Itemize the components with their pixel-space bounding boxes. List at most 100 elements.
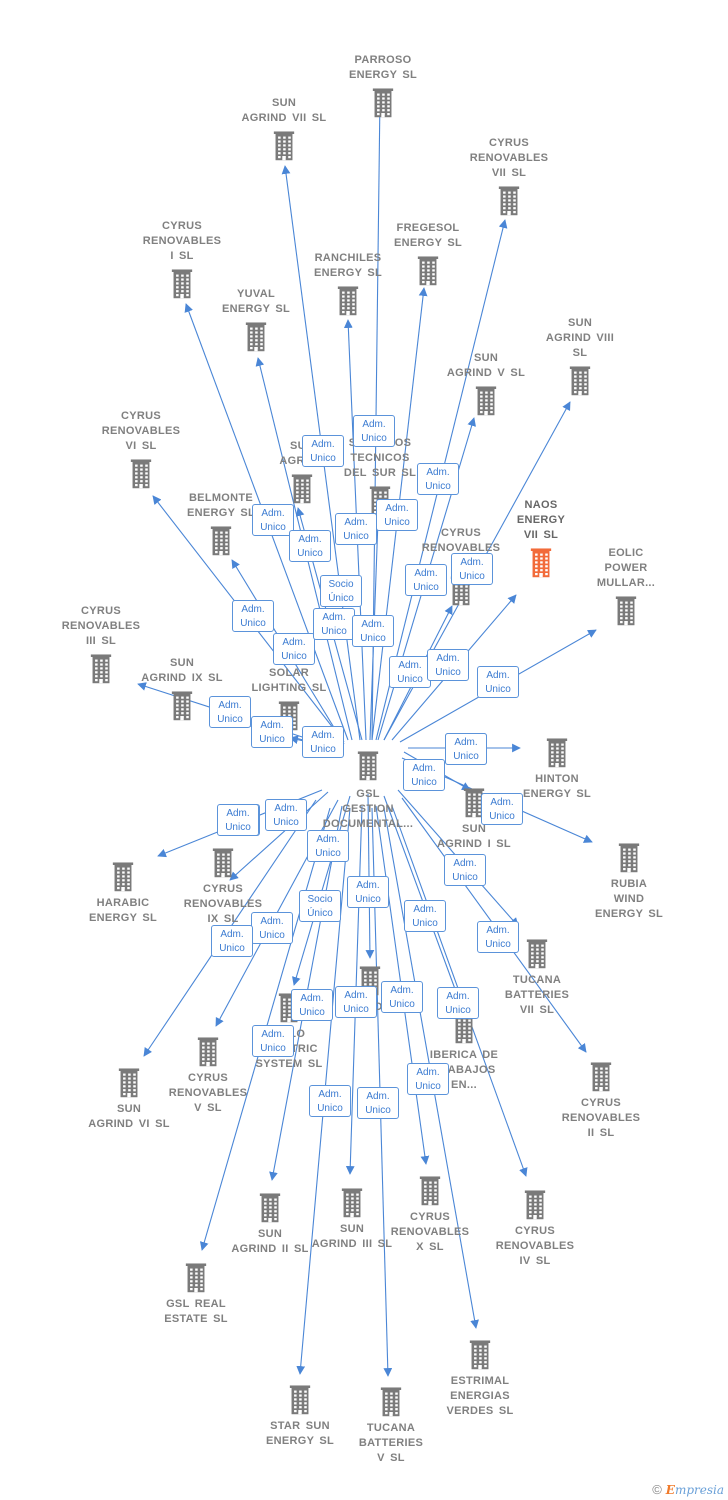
company-name: CYRUS RENOVABLES VII SL bbox=[469, 137, 549, 179]
company-node-cyrus3[interactable]: CYRUS RENOVABLES III SL bbox=[41, 604, 161, 649]
relation-label[interactable]: Adm. Unico bbox=[289, 530, 331, 562]
relation-label[interactable]: Adm. Unico bbox=[309, 1085, 351, 1117]
center-node-label: GSL GESTION DOCUMENTAL... bbox=[322, 788, 414, 830]
relation-label[interactable]: Adm. Unico bbox=[403, 759, 445, 791]
company-name: RANCHILES ENERGY SL bbox=[313, 252, 383, 279]
company-node-sun6[interactable]: SUN AGRIND VI SL bbox=[69, 1102, 189, 1132]
building-icon bbox=[357, 751, 379, 781]
company-node-cyrus5[interactable]: CYRUS RENOVABLES V SL bbox=[148, 1071, 268, 1116]
relation-label[interactable]: Adm. Unico bbox=[252, 1025, 294, 1057]
company-name: SUN AGRIND I SL bbox=[437, 823, 511, 850]
relation-label[interactable]: Adm. Unico bbox=[376, 499, 418, 531]
relation-label[interactable]: Adm. Unico bbox=[445, 733, 487, 765]
company-node-estrimal[interactable]: ESTRIMAL ENERGIAS VERDES SL bbox=[420, 1374, 540, 1419]
relation-label[interactable]: Adm. Unico bbox=[352, 615, 394, 647]
company-node-sun1[interactable]: SUN AGRIND I SL bbox=[414, 822, 534, 852]
relation-label[interactable]: Adm. Unico bbox=[477, 921, 519, 953]
relation-label[interactable]: Adm. Unico bbox=[405, 564, 447, 596]
relation-label[interactable]: Adm. Unico bbox=[211, 925, 253, 957]
company-node-cyrus2[interactable]: CYRUS RENOVABLES II SL bbox=[541, 1096, 661, 1141]
relation-label[interactable]: Adm. Unico bbox=[437, 987, 479, 1019]
relation-label[interactable]: Adm. Unico bbox=[302, 726, 344, 758]
relation-label[interactable]: Adm. Unico bbox=[273, 633, 315, 665]
company-node-yuval[interactable]: YUVAL ENERGY SL bbox=[196, 287, 316, 317]
relation-label[interactable]: Adm. Unico bbox=[217, 804, 259, 836]
company-node-hinton[interactable]: HINTON ENERGY SL bbox=[497, 772, 617, 802]
building-icon bbox=[498, 186, 520, 216]
company-node-parroso[interactable]: PARROSO ENERGY SL bbox=[323, 53, 443, 83]
company-node-fregesol[interactable]: FREGESOL ENERGY SL bbox=[368, 221, 488, 251]
relation-label[interactable]: Socio Único bbox=[320, 575, 362, 607]
relation-label[interactable]: Adm. Unico bbox=[381, 981, 423, 1013]
relation-label[interactable]: Adm. Unico bbox=[407, 1063, 449, 1095]
company-node-sun7[interactable]: SUN AGRIND VII SL bbox=[224, 96, 344, 126]
building-icon bbox=[337, 286, 359, 316]
relation-label[interactable]: Adm. Unico bbox=[477, 666, 519, 698]
relation-label[interactable]: Adm. Unico bbox=[389, 656, 431, 688]
relation-label[interactable]: Adm. Unico bbox=[357, 1087, 399, 1119]
company-name: STAR SUN ENERGY SL bbox=[265, 1420, 335, 1447]
company-node-sun8[interactable]: SUN AGRIND VIII SL bbox=[520, 316, 640, 361]
relation-label[interactable]: Adm. Unico bbox=[451, 553, 493, 585]
company-node-cyrus1[interactable]: CYRUS RENOVABLES I SL bbox=[122, 219, 242, 264]
company-name: CYRUS RENOVABLES V SL bbox=[168, 1072, 248, 1114]
company-node-gslre[interactable]: GSL REAL ESTATE SL bbox=[136, 1297, 256, 1327]
company-node-harabic[interactable]: HARABIC ENERGY SL bbox=[63, 896, 183, 926]
company-node-rubia[interactable]: RUBIA WIND ENERGY SL bbox=[569, 877, 689, 922]
company-node-cyrus10[interactable]: CYRUS RENOVABLES X SL bbox=[370, 1210, 490, 1255]
building-icon bbox=[118, 1068, 140, 1098]
building-icon bbox=[590, 1062, 612, 1092]
company-node-sun3[interactable]: SUN AGRIND III SL bbox=[292, 1222, 412, 1252]
company-node-cyrus9[interactable]: CYRUS RENOVABLES IX SL bbox=[163, 882, 283, 927]
relation-label[interactable]: Adm. Unico bbox=[313, 608, 355, 640]
relation-label[interactable]: Adm. Unico bbox=[251, 716, 293, 748]
building-icon bbox=[259, 1193, 281, 1223]
company-node-ranchiles[interactable]: RANCHILES ENERGY SL bbox=[288, 251, 408, 281]
company-name: CYRUS RENOVABLES II SL bbox=[561, 1097, 641, 1139]
building-icon bbox=[618, 843, 640, 873]
relation-label[interactable]: Adm. Unico bbox=[291, 989, 333, 1021]
relation-label[interactable]: Adm. Unico bbox=[335, 513, 377, 545]
relation-label[interactable]: Adm. Unico bbox=[251, 912, 293, 944]
relation-label[interactable]: Adm. Unico bbox=[232, 600, 274, 632]
company-node-starsun[interactable]: STAR SUN ENERGY SL bbox=[240, 1419, 360, 1449]
company-name: SUN AGRIND VII SL bbox=[241, 97, 327, 124]
company-node-tucana7[interactable]: TUCANA BATTERIES VII SL bbox=[477, 973, 597, 1018]
building-icon bbox=[130, 459, 152, 489]
relation-label[interactable]: Adm. Unico bbox=[481, 793, 523, 825]
company-node-sun5[interactable]: SUN AGRIND V SL bbox=[426, 351, 546, 381]
relation-label[interactable]: Adm. Unico bbox=[307, 830, 349, 862]
copyright-symbol: © bbox=[652, 1482, 662, 1497]
company-node-sun2[interactable]: SUN AGRIND II SL bbox=[210, 1227, 330, 1257]
building-icon bbox=[112, 862, 134, 892]
relation-label[interactable]: Adm. Unico bbox=[347, 876, 389, 908]
company-name: YUVAL ENERGY SL bbox=[221, 288, 291, 315]
relation-label[interactable]: Socio Único bbox=[299, 890, 341, 922]
company-node-solar[interactable]: SOLAR LIGHTING SL bbox=[229, 666, 349, 696]
relation-label[interactable]: Adm. Unico bbox=[427, 649, 469, 681]
company-node-cyrus6[interactable]: CYRUS RENOVABLES VI SL bbox=[81, 409, 201, 454]
center-node[interactable]: GSL GESTION DOCUMENTAL... bbox=[308, 748, 428, 832]
company-node-belmonte[interactable]: BELMONTE ENERGY SL bbox=[161, 491, 281, 521]
relation-label[interactable]: Adm. Unico bbox=[444, 854, 486, 886]
relation-label[interactable]: Adm. Unico bbox=[353, 415, 395, 447]
company-node-cyrus4[interactable]: CYRUS RENOVABLES IV SL bbox=[475, 1224, 595, 1269]
relation-label[interactable]: Adm. Unico bbox=[209, 696, 251, 728]
company-name: SUN AGRIND VI SL bbox=[88, 1103, 170, 1130]
company-node-naos[interactable]: NAOS ENERGY VII SL bbox=[481, 498, 601, 543]
company-name: ESTRIMAL ENERGIAS VERDES SL bbox=[446, 1375, 514, 1417]
company-node-cyrus7[interactable]: CYRUS RENOVABLES VII SL bbox=[449, 136, 569, 181]
relation-label[interactable]: Adm. Unico bbox=[404, 900, 446, 932]
building-icon bbox=[171, 269, 193, 299]
company-node-eolic[interactable]: EOLIC POWER MULLAR... bbox=[566, 546, 686, 591]
relation-label[interactable]: Adm. Unico bbox=[335, 986, 377, 1018]
company-node-sun9[interactable]: SUN AGRIND IX SL bbox=[122, 656, 242, 686]
brand-footer[interactable]: ©Empresia bbox=[652, 1482, 724, 1497]
relation-label[interactable]: Adm. Unico bbox=[417, 463, 459, 495]
relation-label[interactable]: Adm. Unico bbox=[265, 799, 307, 831]
company-node-tucana5[interactable]: TUCANA BATTERIES V SL bbox=[331, 1421, 451, 1466]
relation-label[interactable]: Adm. Unico bbox=[302, 435, 344, 467]
relation-label[interactable]: Adm. Unico bbox=[252, 504, 294, 536]
company-name: PARROSO ENERGY SL bbox=[348, 54, 418, 81]
company-name: RUBIA WIND ENERGY SL bbox=[594, 878, 664, 920]
